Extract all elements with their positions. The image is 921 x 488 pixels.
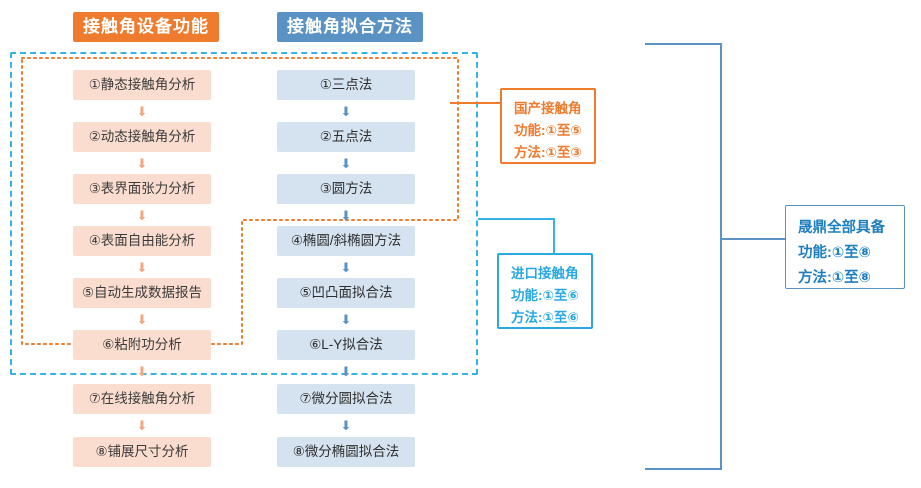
function-item-1[interactable]: ①静态接触角分析 [73, 70, 211, 100]
method-item-4[interactable]: ④椭圆/斜椭圆方法 [277, 226, 415, 256]
function-item-3[interactable]: ③表界面张力分析 [73, 174, 211, 204]
callout-all-capabilities: 晟鼎全部具备 功能:①至⑧ 方法:①至⑧ [785, 205, 905, 289]
column-header-methods: 接触角拟合方法 [277, 12, 423, 42]
bracket-stub-connector [720, 238, 786, 240]
arrow-down-icon: ⬇ [136, 156, 148, 171]
method-item-3[interactable]: ③圆方法 [277, 174, 415, 204]
arrow-down-icon: ⬇ [340, 418, 352, 433]
callout-domestic-functions: 功能:①至⑤ [514, 123, 582, 138]
callout-all-functions: 功能:①至⑧ [798, 245, 871, 261]
function-item-4[interactable]: ④表面自由能分析 [73, 226, 211, 256]
method-item-6[interactable]: ⑥L-Y拟合法 [277, 330, 415, 360]
arrow-down-icon: ⬇ [340, 156, 352, 171]
arrow-down-icon: ⬇ [136, 312, 148, 327]
arrow-down-icon: ⬇ [136, 104, 148, 119]
connector-domestic [450, 102, 502, 104]
function-item-7[interactable]: ⑦在线接触角分析 [73, 384, 211, 414]
method-item-7[interactable]: ⑦微分圆拟合法 [277, 384, 415, 414]
bracket-bottom-arm [645, 468, 722, 470]
arrow-down-icon: ⬇ [136, 418, 148, 433]
callout-domestic-contact-angle: 国产接触角 功能:①至⑤ 方法:①至③ [500, 88, 596, 164]
arrow-down-icon: ⬇ [136, 364, 148, 379]
callout-imported-methods: 方法:①至⑥ [511, 310, 579, 325]
bracket-top-arm [645, 43, 722, 45]
callout-all-title: 晟鼎全部具备 [798, 220, 885, 236]
arrow-down-icon: ⬇ [136, 260, 148, 275]
callout-domestic-title: 国产接触角 [514, 101, 582, 116]
bracket-spine [720, 43, 722, 470]
column-header-functions: 接触角设备功能 [73, 12, 219, 42]
region-imported-contact-angle [10, 52, 478, 375]
callout-domestic-methods: 方法:①至③ [514, 145, 582, 160]
function-item-2[interactable]: ②动态接触角分析 [73, 122, 211, 152]
function-item-5[interactable]: ⑤自动生成数据报告 [73, 278, 211, 308]
connector-imported-vertical [553, 218, 555, 255]
function-item-6[interactable]: ⑥粘附功分析 [73, 330, 211, 360]
connector-imported-horizontal [478, 218, 554, 220]
arrow-down-icon: ⬇ [136, 208, 148, 223]
callout-imported-title: 进口接触角 [511, 266, 579, 281]
arrow-down-icon: ⬇ [340, 208, 352, 223]
method-item-2[interactable]: ②五点法 [277, 122, 415, 152]
function-item-8[interactable]: ⑧铺展尺寸分析 [73, 437, 211, 467]
callout-all-methods: 方法:①至⑧ [798, 270, 871, 286]
callout-imported-contact-angle: 进口接触角 功能:①至⑥ 方法:①至⑥ [497, 253, 593, 329]
method-item-1[interactable]: ①三点法 [277, 70, 415, 100]
arrow-down-icon: ⬇ [340, 260, 352, 275]
arrow-down-icon: ⬇ [340, 312, 352, 327]
method-item-5[interactable]: ⑤凹凸面拟合法 [277, 278, 415, 308]
method-item-8[interactable]: ⑧微分椭圆拟合法 [277, 437, 415, 467]
callout-imported-functions: 功能:①至⑥ [511, 288, 579, 303]
arrow-down-icon: ⬇ [340, 104, 352, 119]
arrow-down-icon: ⬇ [340, 364, 352, 379]
